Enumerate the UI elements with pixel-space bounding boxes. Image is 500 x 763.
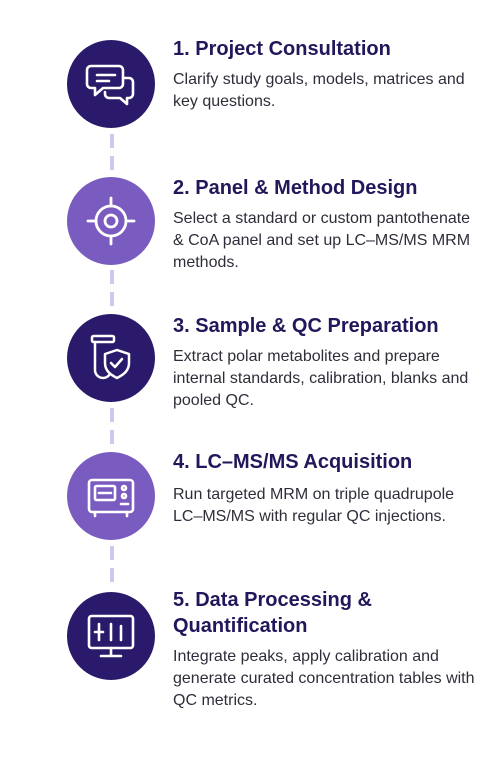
connector-line-4 [110, 546, 114, 588]
step-5-description: Integrate peaks, apply calibration and g… [173, 648, 475, 709]
connector-line-1 [110, 134, 114, 172]
step-3-title: 3. Sample & QC Preparation [173, 315, 439, 337]
chat-bubbles-icon [85, 64, 135, 106]
step-5-title: 5. Data Processing & Quantification [173, 589, 372, 637]
step-2-title: 2. Panel & Method Design [173, 177, 418, 199]
instrument-icon [87, 478, 135, 518]
step-1-title: 1. Project Consultation [173, 38, 391, 60]
step-3-description: Extract polar metabolites and prepare in… [173, 348, 469, 409]
step-1-icon-circle [67, 40, 155, 128]
connector-line-2 [110, 270, 114, 310]
connector-line-3 [110, 408, 114, 448]
step-3-icon-circle [67, 314, 155, 402]
step-2-icon-circle [67, 177, 155, 265]
monitor-chart-icon [87, 614, 135, 658]
step-4-icon-circle [67, 452, 155, 540]
target-crosshair-icon [86, 196, 136, 246]
step-4-description: Run targeted MRM on triple quadrupole LC… [173, 486, 455, 525]
step-2-description: Select a standard or custom pantothenate… [173, 210, 471, 271]
step-1-description: Clarify study goals, models, matrices an… [173, 71, 465, 110]
step-5-icon-circle [67, 592, 155, 680]
vial-shield-icon [90, 334, 131, 380]
step-4-title: 4. LC–MS/MS Acquisition [173, 451, 413, 473]
